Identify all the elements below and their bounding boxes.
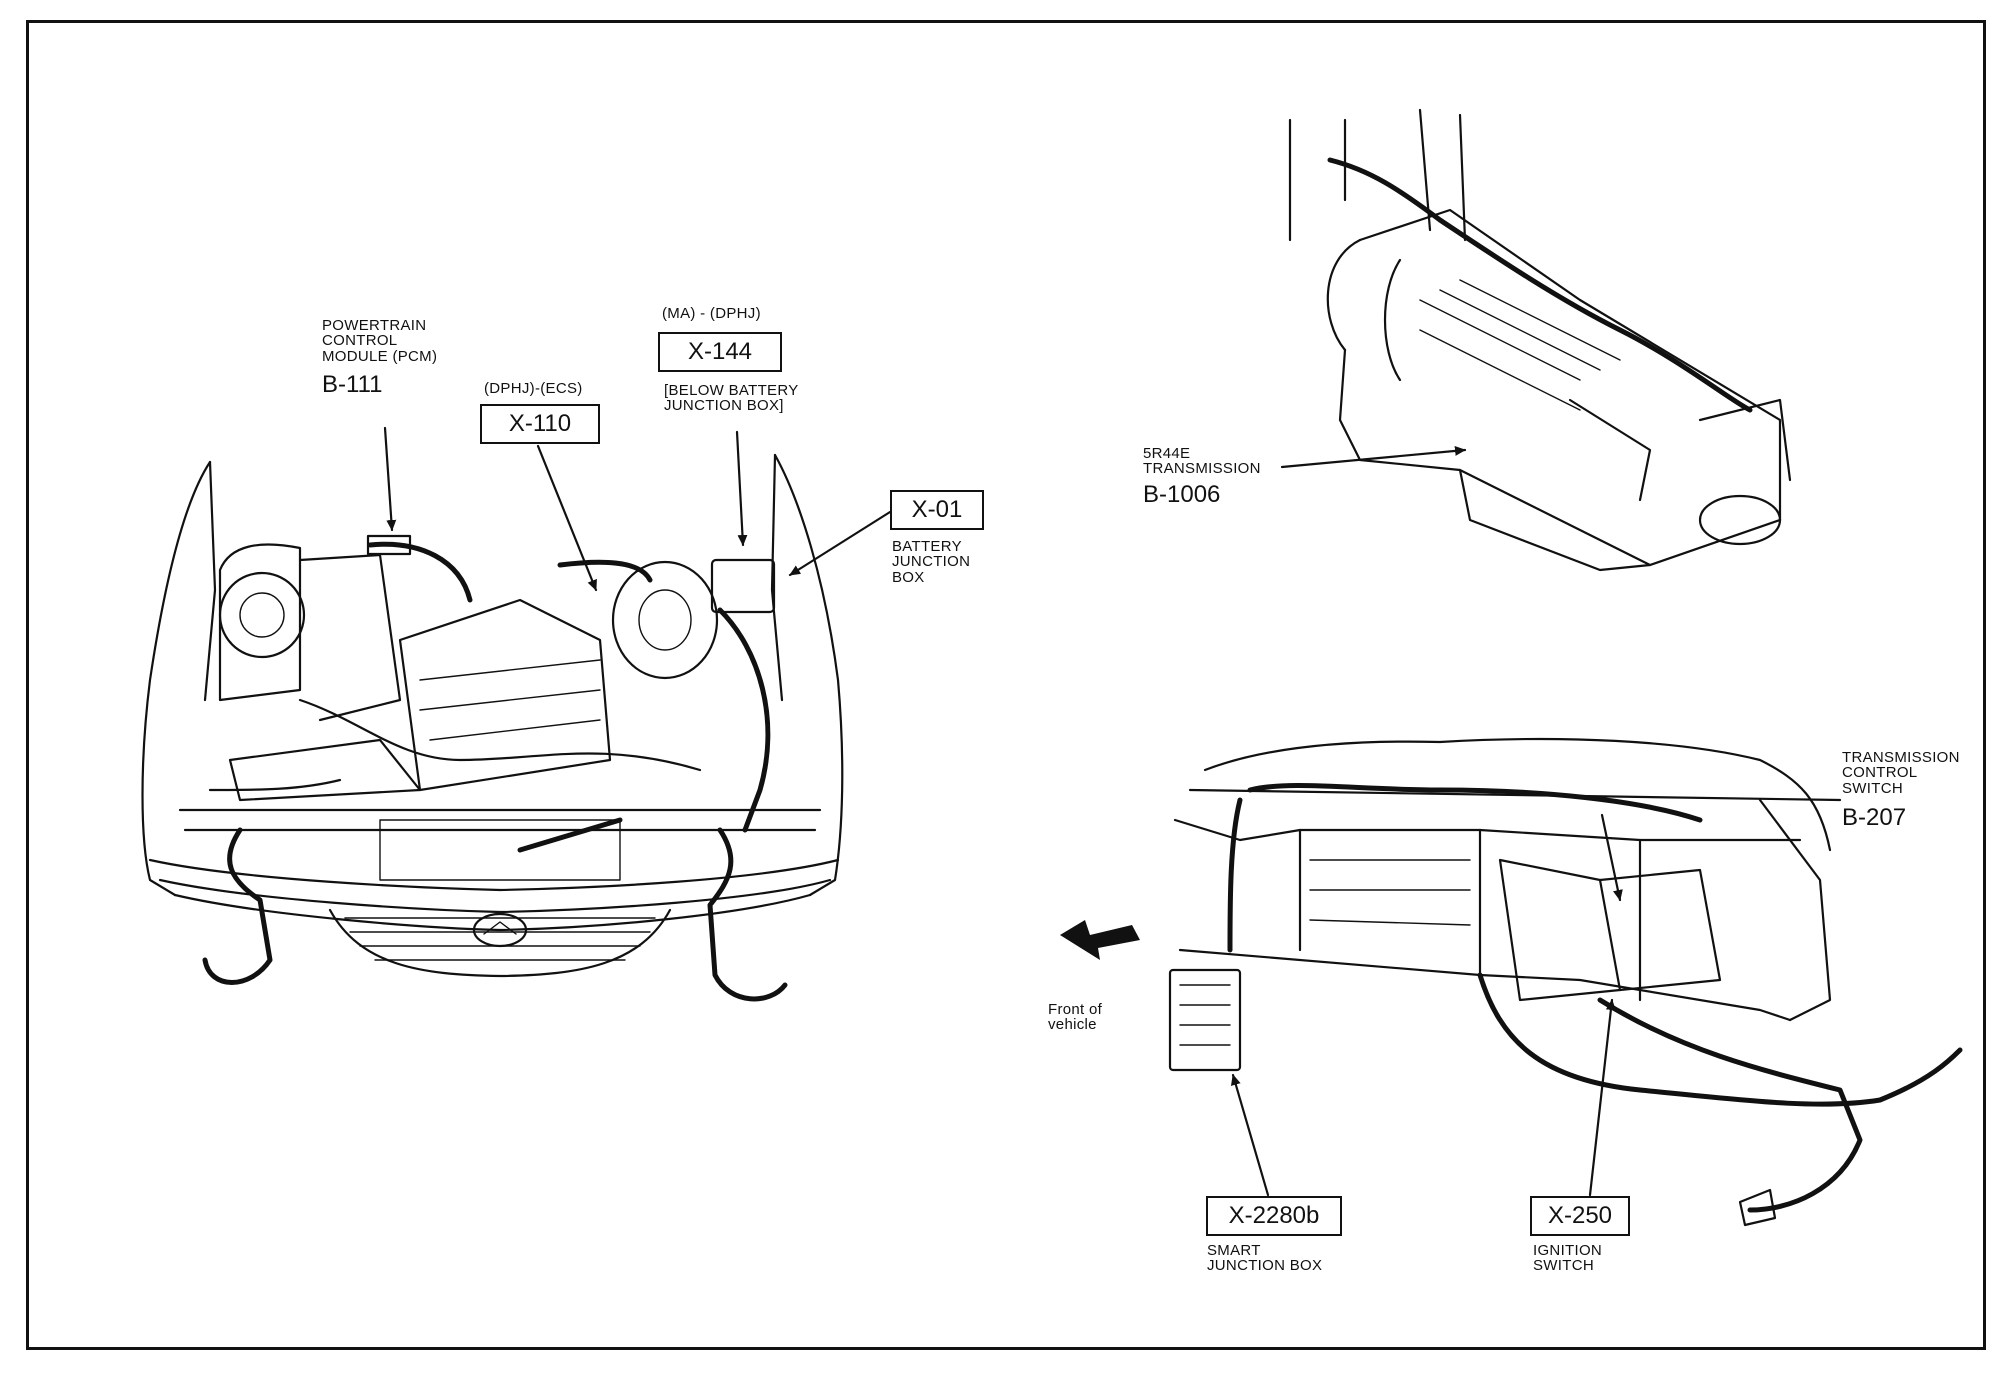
x2280b-box: X-2280b	[1206, 1196, 1342, 1236]
tcs-id: B-207	[1842, 804, 1907, 831]
tcs-leader	[1600, 813, 1623, 902]
transmission-leader	[1280, 445, 1467, 469]
tcs-description: TRANSMISSION CONTROL SWITCH	[1842, 749, 1960, 797]
transmission-illustration	[1288, 108, 1792, 572]
transmission-id: B-1006	[1143, 481, 1221, 508]
x2280b-leader	[1231, 1073, 1270, 1197]
x2280b-id: X-2280b	[1228, 1202, 1320, 1229]
x01-description: BATTERY JUNCTION BOX	[892, 538, 971, 586]
x144-id: X-144	[687, 338, 753, 365]
x250-id: X-250	[1547, 1202, 1613, 1229]
pcm-leader	[383, 426, 397, 532]
front-of-vehicle-label: Front of vehicle	[1048, 1001, 1103, 1034]
x01-id: X-01	[911, 496, 963, 523]
x144-box: X-144	[658, 332, 782, 372]
pcm-id: B-111	[322, 371, 383, 398]
x250-leader	[1588, 998, 1616, 1197]
pcm-description: POWERTRAIN CONTROL MODULE (PCM)	[322, 317, 438, 365]
x250-box: X-250	[1530, 1196, 1630, 1236]
front-arrow-icon	[1060, 920, 1140, 960]
engine-bay-illustration	[141, 453, 844, 1002]
x01-leader	[788, 510, 892, 577]
x250-description: IGNITION SWITCH	[1533, 1242, 1603, 1275]
x144-note: (MA) - (DPHJ)	[662, 305, 761, 322]
x110-leader	[536, 444, 598, 592]
x110-id: X-110	[508, 410, 572, 437]
x110-note: (DPHJ)-(ECS)	[484, 380, 583, 397]
x2280b-description: SMART JUNCTION BOX	[1207, 1242, 1323, 1275]
x144-leader	[735, 430, 748, 547]
x144-description: [BELOW BATTERY JUNCTION BOX]	[664, 382, 799, 415]
dash-illustration	[1168, 737, 1963, 1227]
x01-box: X-01	[890, 490, 984, 530]
x110-box: X-110	[480, 404, 600, 444]
transmission-description: 5R44E TRANSMISSION	[1143, 445, 1261, 478]
diagram-frame	[26, 20, 1986, 1350]
